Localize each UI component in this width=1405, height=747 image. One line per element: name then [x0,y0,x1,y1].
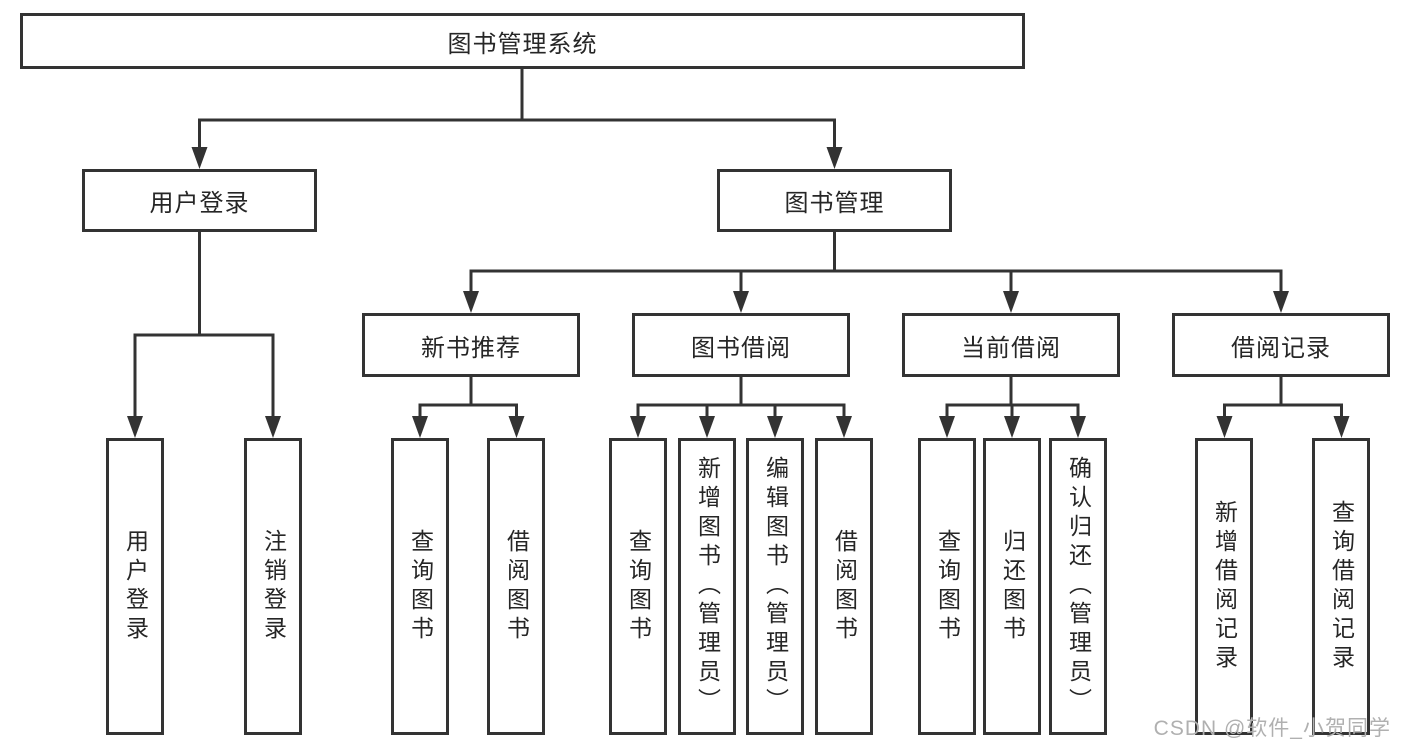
leaf-edit-book-admin-label: 编辑图书（管理员） [762,456,789,717]
connector-new-book-recommend-to-leaves [412,377,525,438]
connector-root-to-level2 [191,69,843,169]
leaf-confirm-return-admin-label: 确认归还（管理员） [1065,456,1092,717]
leaf-borrow-book-label: 借阅图书 [831,528,858,645]
connector-borrow-records-to-leaves [1216,377,1350,438]
leaf-borrow-book: 借阅图书 [815,438,873,735]
node-book-borrow-label: 图书借阅 [691,334,791,362]
connector-book-management-to-level3 [463,232,1289,313]
leaf-query-book-current: 查询图书 [918,438,976,735]
leaf-query-borrow-record: 查询借阅记录 [1312,438,1370,735]
node-user-login-label: 用户登录 [149,190,250,217]
leaf-borrow-book-recommend: 借阅图书 [487,438,545,735]
leaf-query-book-recommend-label: 查询图书 [407,528,434,645]
leaf-return-book-label: 归还图书 [999,528,1026,645]
node-current-borrow: 当前借阅 [902,313,1120,377]
leaf-add-borrow-record: 新增借阅记录 [1195,438,1253,735]
leaf-logout-label: 注销登录 [260,528,287,645]
node-new-book-recommend: 新书推荐 [362,313,580,377]
leaf-query-book-borrow: 查询图书 [609,438,667,735]
node-root-label: 图书管理系统 [447,30,598,58]
leaf-query-book-current-label: 查询图书 [934,528,961,645]
leaf-logout: 注销登录 [244,438,302,735]
node-book-management: 图书管理 [717,169,952,232]
leaf-edit-book-admin: 编辑图书（管理员） [746,438,804,735]
leaf-confirm-return-admin: 确认归还（管理员） [1049,438,1107,735]
node-book-borrow: 图书借阅 [632,313,850,377]
node-root: 图书管理系统 [20,13,1025,69]
connector-book-borrow-to-leaves [630,377,852,438]
leaf-user-login-label: 用户登录 [122,528,149,645]
leaf-borrow-book-recommend-label: 借阅图书 [503,528,530,645]
leaf-query-book-borrow-label: 查询图书 [625,528,652,645]
node-new-book-recommend-label: 新书推荐 [421,334,521,362]
leaf-add-borrow-record-label: 新增借阅记录 [1211,499,1238,674]
leaf-query-borrow-record-label: 查询借阅记录 [1328,499,1355,674]
node-book-management-label: 图书管理 [784,190,885,217]
node-borrow-records-label: 借阅记录 [1231,334,1331,362]
node-borrow-records: 借阅记录 [1172,313,1390,377]
csdn-watermark: CSDN @软件_小贺同学 [1153,717,1391,740]
node-current-borrow-label: 当前借阅 [961,334,1061,362]
leaf-add-book-admin-label: 新增图书（管理员） [694,456,721,717]
leaf-return-book: 归还图书 [983,438,1041,735]
connector-current-borrow-to-leaves [939,377,1086,438]
node-user-login: 用户登录 [82,169,317,232]
leaf-query-book-recommend: 查询图书 [391,438,449,735]
connector-user-login-to-leaves [127,232,281,438]
leaf-user-login: 用户登录 [106,438,164,735]
leaf-add-book-admin: 新增图书（管理员） [678,438,736,735]
